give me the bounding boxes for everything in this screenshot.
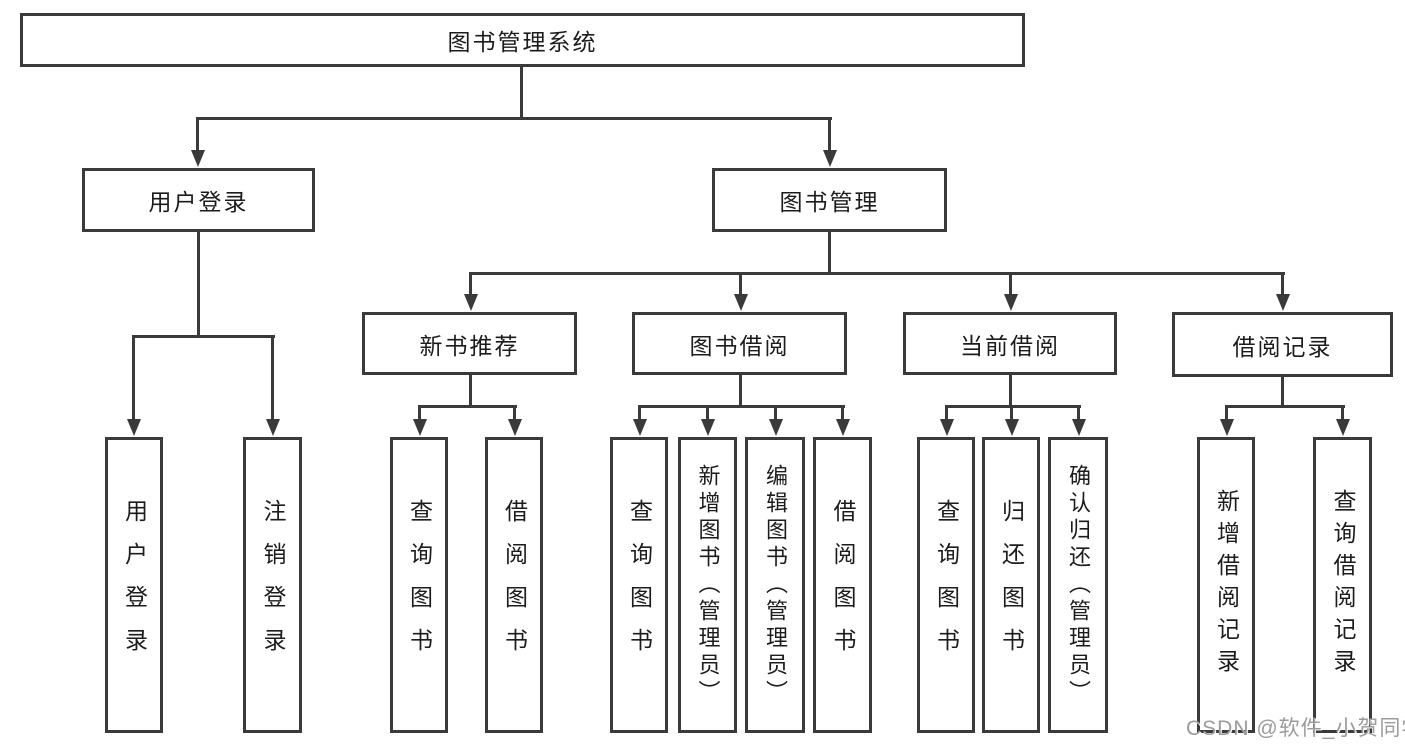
connector-line — [196, 117, 199, 153]
connector-line — [1225, 405, 1345, 408]
node-borrowing-records: 借阅记录 — [1172, 312, 1393, 377]
leaf-logout: 注销登录 — [243, 437, 302, 733]
leaf-edit-books-admin: 编辑图书（管理员） — [745, 437, 805, 733]
arrow-down-icon — [464, 294, 478, 311]
leaf-confirm-return-admin: 确认归还（管理员） — [1048, 437, 1108, 733]
connector-line — [418, 405, 517, 408]
connector-line — [828, 117, 831, 153]
connector-line — [132, 335, 135, 422]
leaf-query-books-borrow: 查询图书 — [610, 437, 668, 733]
node-label: 图书借阅 — [689, 332, 790, 359]
node-label: 新书推荐 — [419, 332, 520, 359]
connector-line — [638, 405, 845, 408]
node-label: 用户登录 — [148, 189, 249, 215]
arrow-down-icon — [413, 419, 427, 436]
connector-line — [469, 272, 472, 297]
arrow-down-icon — [1336, 419, 1350, 436]
node-label: 归还图书 — [998, 499, 1025, 671]
connector-line — [945, 405, 948, 422]
leaf-query-borrow-record: 查询借阅记录 — [1313, 437, 1372, 733]
node-label: 查询图书 — [406, 499, 433, 671]
connector-line — [739, 375, 742, 408]
arrow-down-icon — [836, 419, 850, 436]
node-label: 查询图书 — [626, 499, 653, 671]
connector-line — [1225, 405, 1228, 422]
node-label: 借阅图书 — [830, 499, 856, 671]
connector-line — [1009, 374, 1012, 408]
arrow-down-icon — [1005, 419, 1019, 436]
connector-line — [739, 272, 742, 297]
arrow-down-icon — [127, 419, 141, 436]
node-label: 图书管理系统 — [447, 29, 598, 55]
arrow-down-icon — [633, 419, 647, 436]
node-label: 新增图书（管理员） — [695, 463, 721, 707]
connector-line — [196, 117, 832, 120]
connector-line — [706, 405, 709, 422]
node-label: 借阅图书 — [501, 499, 528, 671]
node-book-borrowing: 图书借阅 — [632, 312, 847, 375]
connector-line — [520, 67, 523, 120]
connector-line — [513, 405, 516, 422]
connector-line — [1341, 405, 1344, 422]
arrow-down-icon — [191, 150, 205, 167]
arrow-down-icon — [734, 294, 748, 311]
connector-line — [197, 232, 200, 338]
node-current-borrowing: 当前借阅 — [903, 312, 1117, 375]
connector-line — [841, 405, 844, 422]
arrow-down-icon — [508, 419, 522, 436]
connector-line — [469, 272, 1285, 275]
connector-line — [271, 335, 274, 422]
connector-line — [469, 375, 472, 408]
node-label: 借阅记录 — [1232, 333, 1333, 360]
leaf-user-login: 用户登录 — [105, 437, 163, 733]
connector-line — [1010, 405, 1013, 422]
node-new-book-recommendation: 新书推荐 — [362, 312, 577, 375]
node-label: 注销登录 — [260, 499, 286, 671]
node-label: 当前借阅 — [960, 332, 1060, 359]
connector-line — [1077, 405, 1080, 422]
connector-line — [774, 405, 777, 422]
connector-line — [638, 405, 641, 422]
arrow-down-icon — [1072, 419, 1086, 436]
node-book-management: 图书管理 — [712, 168, 947, 232]
leaf-borrow-books-recommend: 借阅图书 — [485, 437, 543, 733]
arrow-down-icon — [769, 419, 783, 436]
arrow-down-icon — [940, 419, 954, 436]
leaf-query-books-recommend: 查询图书 — [390, 437, 448, 733]
leaf-borrow-books: 借阅图书 — [813, 437, 872, 733]
node-label: 用户登录 — [121, 499, 148, 671]
arrow-down-icon — [1004, 294, 1018, 311]
node-library-management-system: 图书管理系统 — [20, 13, 1025, 67]
node-label: 新增借阅记录 — [1213, 489, 1240, 681]
connector-line — [418, 405, 421, 422]
node-label: 查询借阅记录 — [1330, 489, 1356, 681]
connector-line — [1281, 376, 1284, 408]
node-user-login: 用户登录 — [82, 168, 315, 232]
arrow-down-icon — [266, 419, 280, 436]
arrow-down-icon — [1276, 294, 1290, 311]
connector-line — [1009, 272, 1012, 297]
connector-line — [945, 405, 1081, 408]
csdn-watermark: CSDN @软件_小贺同学 — [1186, 717, 1405, 740]
connector-line — [828, 232, 831, 275]
arrow-down-icon — [701, 419, 715, 436]
leaf-return-books: 归还图书 — [982, 437, 1040, 733]
leaf-add-books-admin: 新增图书（管理员） — [678, 437, 737, 733]
arrow-down-icon — [823, 150, 837, 167]
leaf-add-borrow-record: 新增借阅记录 — [1197, 437, 1255, 733]
node-label: 查询图书 — [933, 499, 960, 671]
arrow-down-icon — [1220, 419, 1234, 436]
connector-line — [1281, 272, 1284, 297]
connector-line — [132, 335, 275, 338]
node-label: 编辑图书（管理员） — [763, 463, 788, 707]
node-label: 确认归还（管理员） — [1066, 463, 1091, 707]
leaf-query-books-current: 查询图书 — [917, 437, 975, 733]
node-label: 图书管理 — [779, 189, 880, 215]
